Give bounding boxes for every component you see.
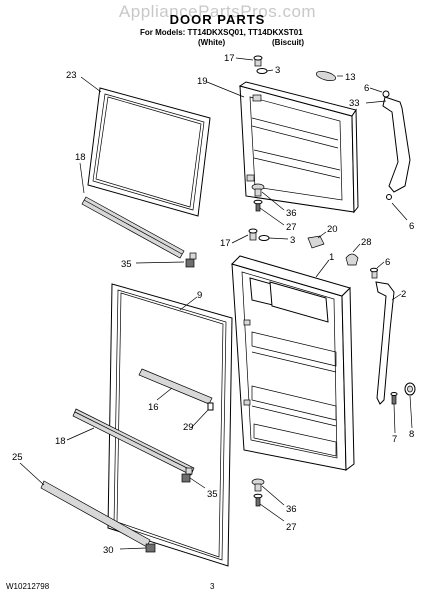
- models-line: For Models: TT14DKXSQ01, TT14DKXST01: [140, 28, 303, 37]
- freezer-door: [238, 81, 359, 214]
- callout-33: 33: [349, 98, 360, 109]
- callout-16: 16: [148, 402, 159, 413]
- freezer-door-gasket: [87, 87, 211, 217]
- callout-35-upper: 35: [121, 259, 132, 270]
- callout-23: 23: [66, 70, 77, 81]
- callout-13: 13: [345, 72, 356, 83]
- callout-3-upper: 3: [275, 65, 280, 76]
- lower-handle-screw: [370, 267, 378, 279]
- callout-6-top: 6: [364, 83, 369, 94]
- fresh-food-handle: [375, 281, 395, 405]
- callout-6-lower: 6: [385, 257, 390, 268]
- fresh-food-door: [231, 255, 355, 471]
- callout-8: 8: [409, 429, 414, 440]
- variant-biscuit-label: (Biscuit): [272, 38, 304, 47]
- document-number: W10212798: [6, 582, 50, 591]
- callout-18-upper: 18: [75, 152, 86, 163]
- callout-27-lower: 27: [286, 522, 297, 533]
- fresh-food-breaker-strip: [72, 408, 195, 476]
- callout-3-lower: 3: [290, 235, 295, 246]
- callout-36-lower: 36: [286, 504, 297, 515]
- upper-strip-retainer: [185, 252, 197, 268]
- upper-hinge-pin: [251, 183, 265, 212]
- door-clip: [207, 402, 214, 411]
- header: AppliancePartsPros.com DOOR PARTS For Mo…: [0, 0, 435, 50]
- page-title: DOOR PARTS: [169, 12, 266, 27]
- freezer-handle: [382, 90, 411, 200]
- watermark: AppliancePartsPros.com: [118, 2, 317, 21]
- callout-35-lower: 35: [207, 489, 218, 500]
- variant-white-label: (White): [198, 38, 226, 47]
- handle-bottom-screw: [390, 392, 398, 405]
- callout-28: 28: [361, 237, 372, 248]
- fresh-food-door-gasket: [107, 283, 233, 567]
- callout-27-upper: 27: [286, 222, 297, 233]
- callout-18-lower: 18: [55, 436, 66, 447]
- callout-6-handle-bottom: 6: [409, 221, 414, 232]
- strip-end-cap: [145, 543, 156, 553]
- callout-36-upper: 36: [286, 208, 297, 219]
- callout-7: 7: [392, 434, 397, 445]
- handle-bottom-plug: [404, 382, 416, 396]
- callout-19: 19: [197, 76, 208, 87]
- freezer-breaker-strip: [81, 196, 185, 259]
- upper-top-screw: [253, 55, 268, 74]
- callout-labels: 23 18 35 19 17 3 13 6 33 36 27 6 17 3 20…: [12, 53, 414, 556]
- leader-lines: [19, 57, 413, 550]
- callout-17-lower: 17: [220, 238, 231, 249]
- page-number: 3: [210, 582, 215, 591]
- callout-2: 2: [401, 289, 406, 300]
- callout-30: 30: [103, 545, 114, 556]
- callout-17-upper: 17: [224, 53, 235, 64]
- hinge-cover: [307, 235, 325, 249]
- door-stop: [315, 70, 337, 82]
- callout-25: 25: [12, 452, 23, 463]
- callout-1: 1: [329, 252, 334, 263]
- lower-top-screw: [248, 228, 270, 241]
- handle-plug: [345, 253, 359, 266]
- callout-20: 20: [327, 224, 338, 235]
- callout-29: 29: [183, 422, 194, 433]
- lower-hinge-pin: [251, 478, 265, 507]
- callout-9: 9: [197, 290, 202, 301]
